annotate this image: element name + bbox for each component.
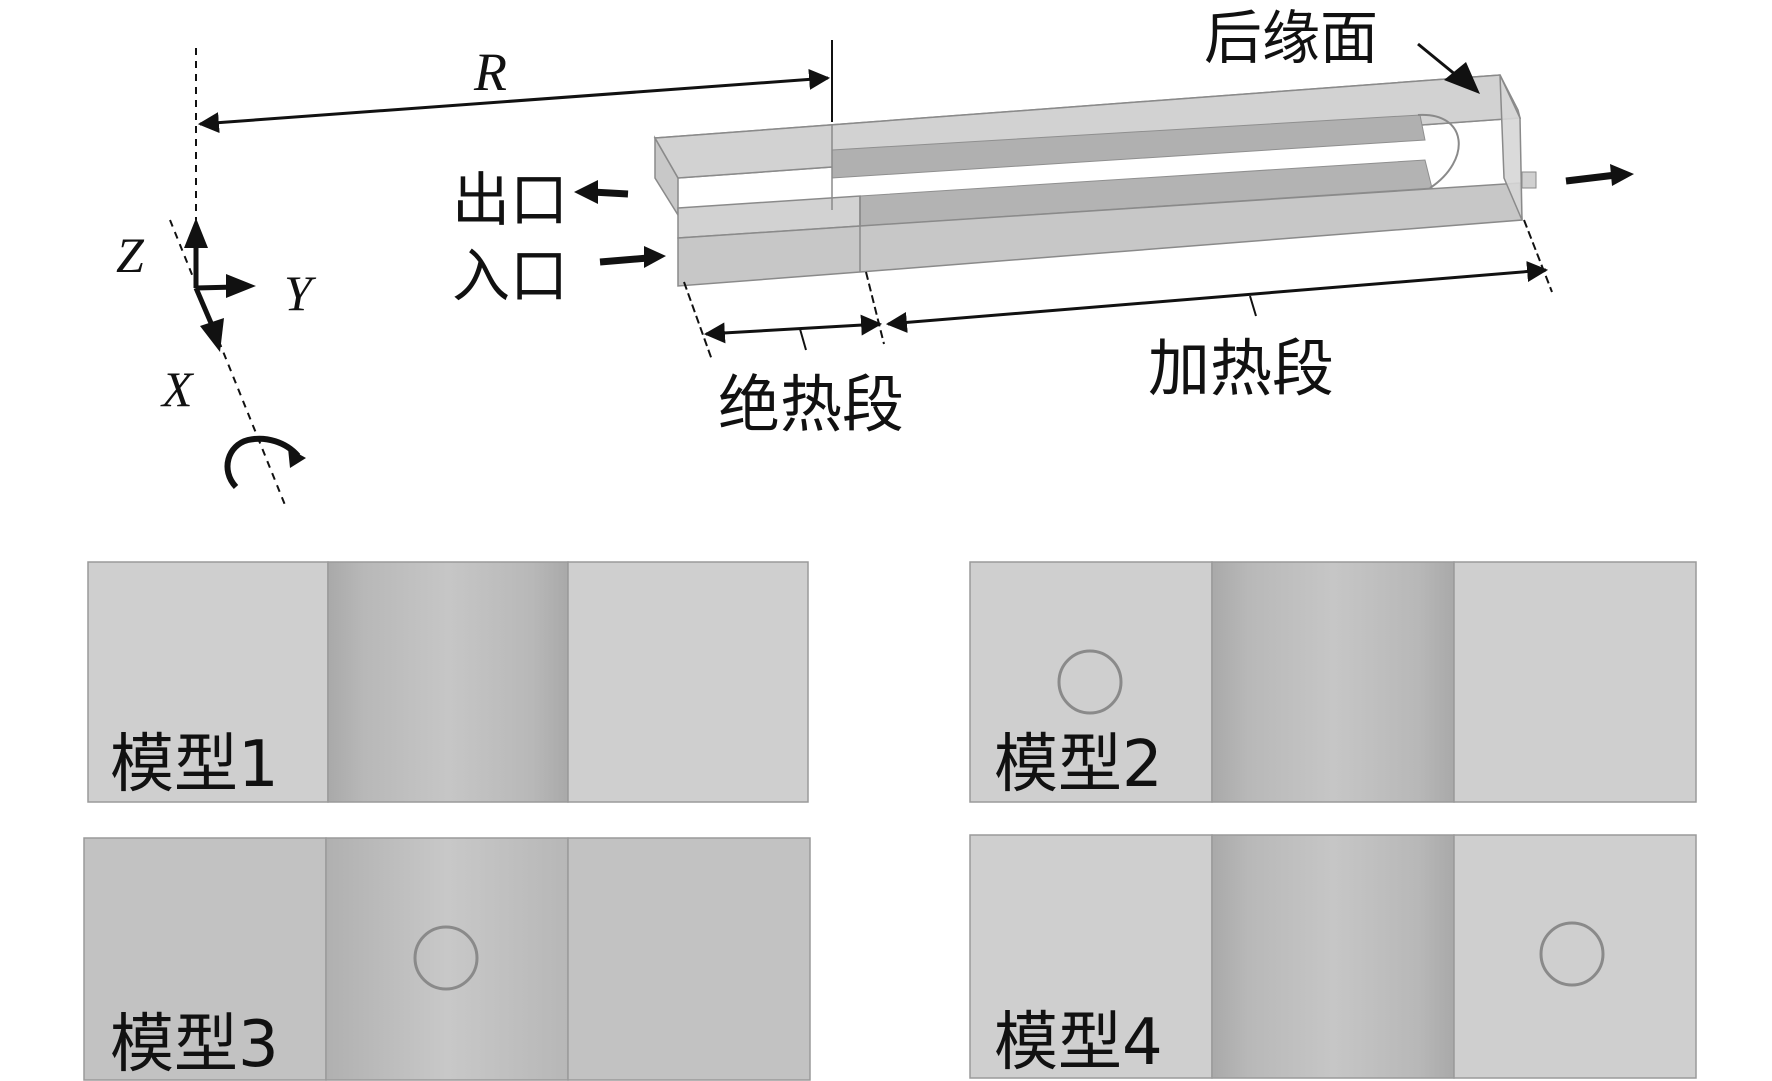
- x-arrowhead-icon: [200, 318, 224, 352]
- model-panel-4: 模型4: [969, 834, 1697, 1080]
- trailing-face: [1499, 74, 1523, 221]
- section-dimensions: 绝热段 加热段: [683, 219, 1553, 441]
- adiabatic-end-tick: [865, 271, 885, 345]
- inlet-label: 入口: [452, 242, 568, 310]
- model-2-film-hole-icon: [1057, 649, 1123, 715]
- bleed-flow-arrow: [1565, 171, 1617, 185]
- rotation-direction-icon: [224, 435, 301, 490]
- adiabatic-start-tick: [683, 281, 713, 361]
- trailing-face-label: 后缘面: [1204, 4, 1378, 72]
- model-4-film-hole-icon: [1539, 921, 1605, 987]
- model-panel-3: 模型3: [83, 837, 811, 1081]
- model-1-left-section: [87, 561, 329, 803]
- model-panel-2: 模型2: [969, 561, 1697, 803]
- radius-label: R: [473, 42, 507, 102]
- y-arrowhead-icon: [226, 274, 256, 298]
- model-1-right-section: [567, 561, 809, 803]
- model-panel-1: 模型1: [87, 561, 809, 803]
- adiabatic-section-label: 绝热段: [718, 368, 904, 441]
- model-2-label: 模型2: [994, 728, 1163, 802]
- model-4-left-section: [969, 834, 1213, 1079]
- flow-arrows: [574, 164, 1634, 268]
- radius-arrow-line: [197, 68, 831, 134]
- channel-u-bend: [1417, 113, 1460, 189]
- model-2-channel-section: [1211, 561, 1455, 803]
- model-3-right-section: [567, 837, 811, 1081]
- adiabatic-length-arrow: [703, 314, 883, 344]
- channel-3d-model: [653, 74, 1537, 287]
- model-3-label: 模型3: [110, 1008, 279, 1081]
- y-axis-label: Y: [284, 265, 317, 321]
- model-1-label: 模型1: [110, 728, 279, 802]
- model-3-film-hole-icon: [413, 925, 479, 991]
- inlet-arrowhead-icon: [644, 246, 666, 268]
- trailing-face-arrowhead-icon: [1444, 62, 1480, 94]
- x-axis-label: X: [160, 361, 195, 417]
- rotation-axis-group: [169, 48, 306, 506]
- coordinate-axes: Z Y X: [116, 218, 317, 417]
- bleed-arrowhead-icon: [1610, 164, 1634, 186]
- model-4-right-section: [1453, 834, 1697, 1079]
- rotation-arrowhead-icon: [288, 448, 306, 468]
- inlet-flow-arrow: [599, 254, 649, 266]
- trailing-face-callout: 后缘面: [1204, 4, 1480, 94]
- adiabatic-label-leader: [799, 328, 807, 351]
- model-3-left-section: [83, 837, 327, 1081]
- model-1-channel-section: [327, 561, 569, 803]
- radius-dimension: R: [197, 40, 833, 134]
- z-arrowhead-icon: [184, 218, 208, 248]
- outlet-arrowhead-icon: [574, 180, 598, 204]
- model-3-channel-section: [325, 837, 569, 1081]
- z-axis-label: Z: [116, 227, 145, 283]
- model-2-left-section: [969, 561, 1213, 803]
- bleed-hole-nozzle: [1521, 171, 1537, 189]
- model-4-channel-section: [1211, 834, 1455, 1079]
- heating-section-label: 加热段: [1148, 332, 1334, 405]
- heated-end-tick: [1523, 219, 1553, 293]
- heated-length-arrow: [885, 261, 1549, 333]
- outlet-label: 出口: [452, 166, 568, 234]
- model-4-label: 模型4: [994, 1006, 1163, 1080]
- model-2-right-section: [1453, 561, 1697, 803]
- heated-label-leader: [1249, 295, 1257, 317]
